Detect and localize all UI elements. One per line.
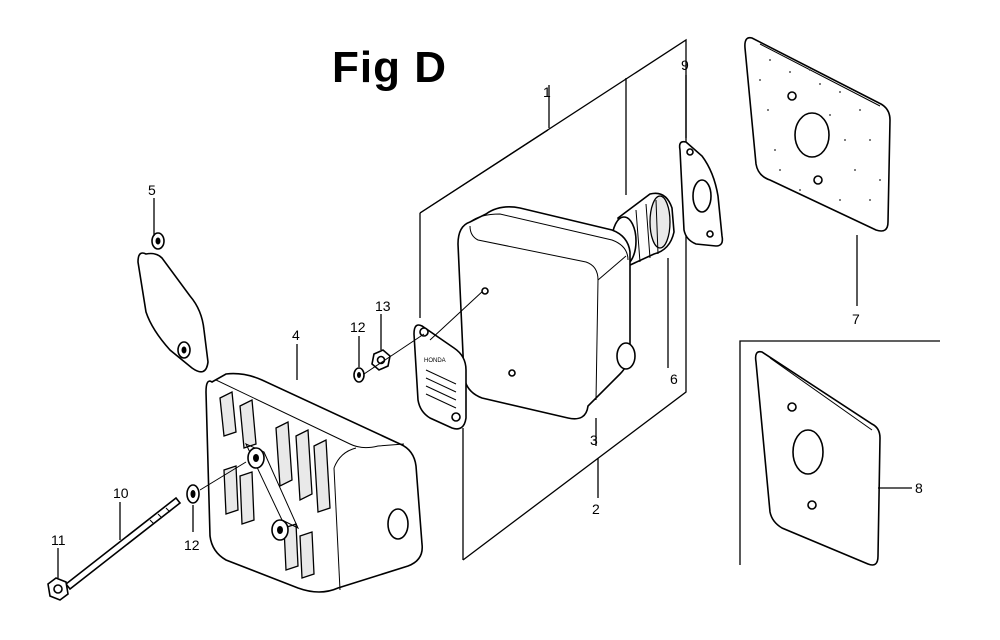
part-5-plate: [137, 232, 209, 373]
part-7-gasket-plate: [744, 36, 891, 232]
part-13-nut: [371, 349, 391, 371]
callout-8: 8: [915, 480, 923, 496]
callout-7: 7: [852, 311, 860, 327]
part-12-washer-upper: [353, 367, 365, 383]
part-4-muffler-cover: [205, 372, 424, 593]
callout-11: 11: [51, 532, 66, 548]
callout-12a: 12: [350, 319, 366, 335]
callout-6: 6: [670, 371, 678, 387]
protector-label: HONDA: [424, 358, 446, 364]
callout-12b: 12: [184, 537, 200, 553]
callout-1: 1: [543, 84, 551, 100]
callout-9: 9: [681, 57, 689, 73]
part-11-nut: [47, 577, 69, 601]
part-12-washer-lower: [186, 484, 200, 504]
callout-10: 10: [113, 485, 129, 501]
callout-5: 5: [148, 182, 156, 198]
callout-4: 4: [292, 327, 300, 343]
part-9-gasket: [678, 140, 724, 247]
callout-3: 3: [590, 432, 598, 448]
part-10-bolt: [64, 496, 182, 591]
part-8-gasket-plate: [739, 340, 940, 566]
part-3-muffler: [457, 206, 636, 420]
figure-title: Fig D: [332, 43, 447, 92]
callout-13: 13: [375, 298, 391, 314]
callout-2: 2: [592, 501, 600, 517]
part-2-muffler-protector: HONDA: [413, 287, 489, 430]
